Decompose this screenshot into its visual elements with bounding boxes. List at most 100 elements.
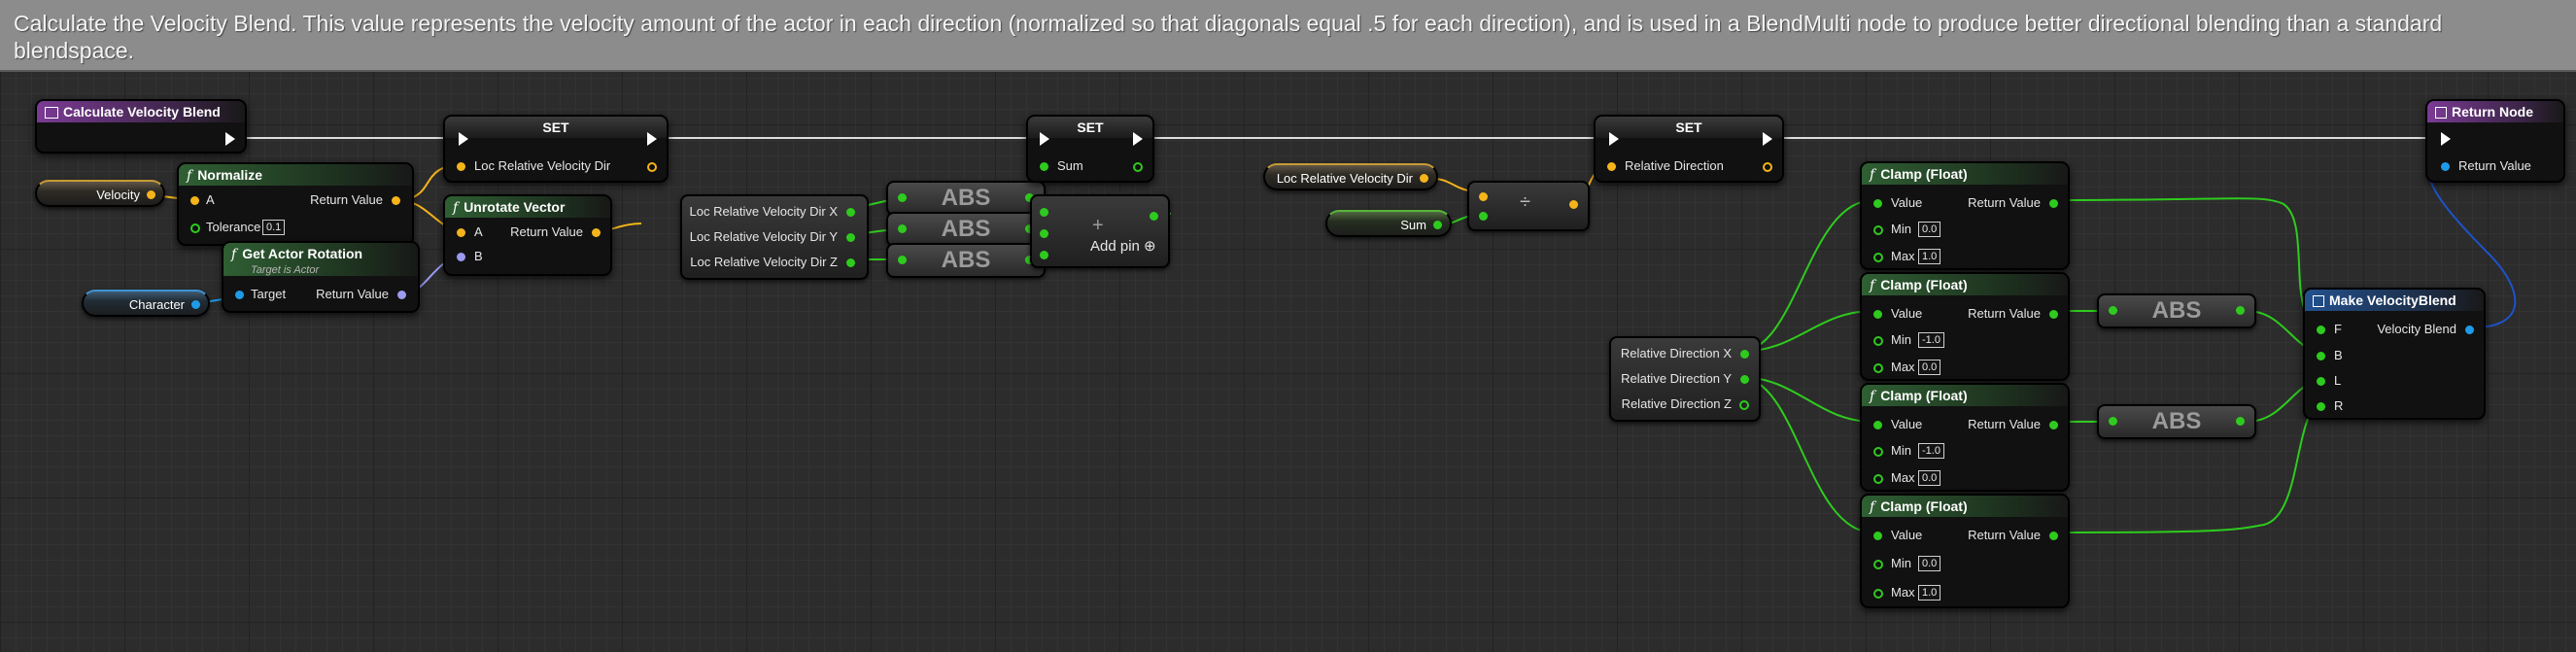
rotation-return-pin[interactable] [397,291,406,299]
set-relative-direction-node[interactable]: SET Relative Direction [1594,115,1784,183]
set-loc-relative-velocity-dir-node[interactable]: SET Loc Relative Velocity Dir [443,115,669,183]
event-node-calculate-velocity-blend[interactable]: Calculate Velocity Blend [35,99,247,154]
divide-in-a-pin[interactable] [1479,192,1488,201]
y-out-pin[interactable] [1740,375,1749,384]
exec-out-pin[interactable] [1763,132,1772,146]
divide-in-b-pin[interactable] [1479,212,1488,221]
break-relative-direction-node[interactable]: Relative Direction X Relative Direction … [1609,336,1761,422]
exec-in-pin[interactable] [459,132,468,146]
clamp-max-pin[interactable] [1873,253,1883,262]
clamp-max-input[interactable]: 0.0 [1918,470,1941,486]
x-out-pin[interactable] [846,208,855,217]
var-out-pin[interactable] [1420,174,1428,183]
clamp-value-pin[interactable] [1873,532,1882,540]
exec-in-pin[interactable] [1609,132,1619,146]
velocity-blend-out-pin[interactable] [2465,326,2474,334]
abs-node[interactable]: ABS [886,212,1046,247]
clamp-min-input[interactable]: -1.0 [1918,332,1944,348]
tolerance-pin[interactable] [190,223,200,233]
clamp-return-pin[interactable] [2049,199,2058,208]
x-out-pin[interactable] [1740,350,1749,359]
return-node[interactable]: Return Node Return Value [2425,99,2565,183]
clamp-value-pin[interactable] [1873,310,1882,319]
clamp-value-pin[interactable] [1873,199,1882,208]
r-pin[interactable] [2317,402,2325,411]
add-out-pin[interactable] [1150,212,1158,221]
character-variable-node[interactable]: Character [82,290,210,317]
abs-out-pin[interactable] [1025,193,1034,202]
clamp-min-pin[interactable] [1873,225,1883,235]
l-pin[interactable] [2317,377,2325,386]
sum-variable-node[interactable]: Sum [1325,210,1452,237]
divide-out-pin[interactable] [1569,200,1578,209]
clamp-max-input[interactable]: 0.0 [1918,360,1941,375]
velocity-variable-node[interactable]: Velocity [35,180,165,207]
f-pin[interactable] [2317,326,2325,334]
abs-out-pin[interactable] [1025,224,1034,233]
abs-out-pin[interactable] [2236,306,2245,315]
clamp-return-pin[interactable] [2049,310,2058,319]
add-float-node[interactable]: + Add pin ⊕ [1030,194,1170,268]
clamp-max-input[interactable]: 1.0 [1918,249,1941,264]
y-out-pin[interactable] [846,233,855,242]
abs-in-pin[interactable] [898,193,907,202]
clamp-max-pin[interactable] [1873,363,1883,373]
abs-node[interactable]: ABS [2097,404,2256,439]
exec-in-pin[interactable] [2441,132,2451,146]
character-out-pin[interactable] [191,300,200,309]
abs-out-pin[interactable] [1025,256,1034,264]
clamp-max-pin[interactable] [1873,474,1883,484]
clamp-return-pin[interactable] [2049,532,2058,540]
clamp-max-pin[interactable] [1873,589,1883,599]
clamp-min-input[interactable]: 0.0 [1918,556,1941,571]
z-out-pin[interactable] [846,258,855,267]
clamp-min-input[interactable]: 0.0 [1918,222,1941,237]
set-input-pin[interactable] [457,162,465,171]
exec-out-pin[interactable] [1133,132,1143,146]
add-in-pin-1[interactable] [1040,208,1048,217]
z-out-pin[interactable] [1739,400,1749,410]
exec-out-pin[interactable] [647,132,657,146]
normalize-return-pin[interactable] [392,196,400,205]
abs-in-pin[interactable] [2109,306,2117,315]
set-output-pin[interactable] [647,162,657,172]
abs-in-pin[interactable] [2109,417,2117,426]
return-value-pin[interactable] [2441,162,2450,171]
add-in-pin-2[interactable] [1040,229,1048,238]
abs-in-pin[interactable] [898,256,907,264]
add-pin-button[interactable]: Add pin ⊕ [1090,239,1156,255]
set-input-pin[interactable] [1607,162,1616,171]
normalize-a-pin[interactable] [190,196,199,205]
set-output-pin[interactable] [1133,162,1143,172]
clamp-value-pin[interactable] [1873,421,1882,429]
break-vector-node[interactable]: Loc Relative Velocity Dir X Loc Relative… [680,194,869,280]
abs-node[interactable]: ABS [2097,293,2256,328]
clamp-min-input[interactable]: -1.0 [1918,443,1944,459]
unrotate-b-pin[interactable] [457,253,465,261]
make-velocity-blend-node[interactable]: Make VelocityBlend F Velocity Blend B L … [2303,288,2486,420]
b-pin[interactable] [2317,352,2325,360]
velocity-out-pin[interactable] [147,190,155,199]
tolerance-input[interactable]: 0.1 [262,220,286,235]
abs-node[interactable]: ABS [886,243,1046,278]
add-in-pin-3[interactable] [1040,251,1048,259]
set-input-pin[interactable] [1040,162,1048,171]
set-sum-node[interactable]: SET Sum [1026,115,1154,183]
clamp-min-pin[interactable] [1873,336,1883,346]
exec-in-pin[interactable] [1040,132,1049,146]
set-output-pin[interactable] [1763,162,1772,172]
target-pin[interactable] [235,291,244,299]
comment-box-header[interactable]: Calculate the Velocity Blend. This value… [0,0,2576,72]
var-out-pin[interactable] [1433,221,1442,229]
loc-relative-velocity-dir-variable[interactable]: Loc Relative Velocity Dir [1263,163,1438,190]
unrotate-a-pin[interactable] [457,228,465,237]
clamp-max-input[interactable]: 1.0 [1918,585,1941,601]
divide-node[interactable]: ÷ [1467,181,1590,231]
abs-in-pin[interactable] [898,224,907,233]
